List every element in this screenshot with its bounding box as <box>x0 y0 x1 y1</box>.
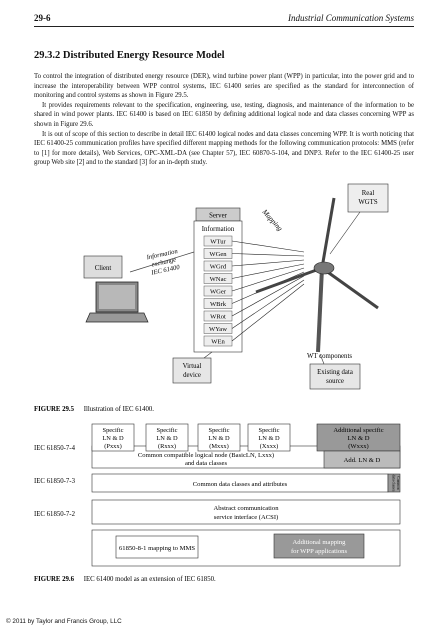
virtual-device-box <box>172 357 212 384</box>
specific-ln-line: LN & D <box>156 435 178 442</box>
mapping-line <box>231 267 305 292</box>
existing-data-source-box <box>309 363 361 390</box>
header-rule <box>34 26 414 27</box>
exchange-arrow <box>129 251 195 273</box>
additional-specific-line: Additional specific <box>333 427 383 434</box>
specific-ln-line: Specific <box>157 427 178 434</box>
mapping-line <box>231 240 305 253</box>
specific-ln-box <box>145 423 189 452</box>
real-wgts-box <box>347 183 389 213</box>
side-label-line: data classes <box>392 475 396 492</box>
existing-data-connector <box>319 353 325 365</box>
specific-ln-line: (Xxxx) <box>260 443 278 450</box>
virtual-device-connector <box>203 351 213 359</box>
wgts-connector <box>329 211 361 255</box>
add-ln-label: Add. LN & D <box>344 457 381 464</box>
mapping-line <box>231 275 305 317</box>
logical-node-label: WRot <box>210 314 226 321</box>
real-wgts-line: WGTS <box>358 199 377 206</box>
mapping-line <box>231 263 305 279</box>
exchange-label: Information exchange IEC 61400 <box>145 248 181 277</box>
mapping-line <box>231 259 305 267</box>
specific-ln-box <box>197 423 241 452</box>
specific-ln-line: LN & D <box>102 435 124 442</box>
server-label: Server <box>209 213 227 220</box>
additional-specific-box <box>316 423 401 452</box>
common-ln-line: Common compatible logical node (BasicLN,… <box>138 452 274 459</box>
client-box <box>83 255 123 279</box>
side-box <box>387 473 401 493</box>
specific-ln-line: Specific <box>209 427 230 434</box>
common-data-label: Common data classes and attributes <box>193 481 288 488</box>
wind-turbine-icon <box>255 197 379 353</box>
caption-text: Illustration of IEC 61400. <box>84 406 155 413</box>
caption-label: FIGURE 29.6 <box>34 576 75 583</box>
acsi-line: service interface (ACSI) <box>214 514 278 521</box>
logical-node-label: WYaw <box>209 326 227 333</box>
existing-data-line: Existing data <box>317 369 353 376</box>
information-label: Information <box>202 226 235 233</box>
logical-node-label: WGrd <box>210 264 227 271</box>
acsi-box <box>91 499 401 525</box>
specific-ln-line: (Mxxx) <box>209 443 229 450</box>
logical-node-label: WTur <box>210 239 226 246</box>
add-ln-box <box>323 450 401 469</box>
additional-specific-line: LN & D <box>348 435 370 442</box>
mms-mapping-box <box>115 535 199 559</box>
real-wgts-line: Real <box>362 190 375 197</box>
specific-ln-line: Specific <box>103 427 124 434</box>
specific-ln-line: LN & D <box>258 435 280 442</box>
specific-ln-line: Specific <box>259 427 280 434</box>
figure-29-5: Client Information exchange IEC 61400 Se… <box>34 183 389 413</box>
specific-ln-line: LN & D <box>208 435 230 442</box>
existing-data-line: source <box>326 378 344 385</box>
mapping-line <box>231 253 305 257</box>
mapping-line <box>231 283 305 342</box>
side-label: Common data classes <box>392 475 401 492</box>
logical-node-label: WBrk <box>210 301 227 308</box>
figure-caption: FIGURE 29.5 Illustration of IEC 61400. <box>34 406 154 413</box>
section-title: 29.3.2 Distributed Energy Resource Model <box>34 50 225 61</box>
common-ln-line: and data classes <box>185 460 228 467</box>
virtual-device-line: device <box>183 372 201 379</box>
additional-specific-line: (Wxxx) <box>348 443 369 450</box>
logical-node-label: WNac <box>210 276 227 283</box>
mapping-line <box>231 279 305 329</box>
row-label: IEC 61850-7-4 <box>34 445 76 452</box>
additional-mapping-line: for WPP applications <box>291 548 347 555</box>
row-label: IEC 61850-7-3 <box>34 478 76 485</box>
client-label: Client <box>95 265 112 272</box>
row-label: IEC 61850-7-2 <box>34 511 76 518</box>
side-label-line: Common <box>396 476 400 490</box>
section-body: To control the integration of distribute… <box>34 72 414 168</box>
specific-ln-line: (Rxxx) <box>158 443 176 450</box>
copyright-footer: © 2011 by Taylor and Francis Group, LLC <box>6 618 122 625</box>
paragraph: It provides requirements relevant to the… <box>34 101 414 128</box>
wt-components-label: WT components <box>307 353 352 360</box>
laptop-icon <box>85 281 149 323</box>
specific-ln-box <box>247 423 291 452</box>
mapping-label: Mapping <box>260 207 284 233</box>
additional-mapping-line: Additional mapping <box>293 539 347 546</box>
logical-node-label: WGer <box>210 289 227 296</box>
paragraph: To control the integration of distribute… <box>34 73 414 100</box>
specific-ln-box <box>91 423 135 452</box>
caption-text: IEC 61400 model as an extension of IEC 6… <box>84 576 216 583</box>
additional-mapping-box <box>273 533 365 559</box>
paragraph: It is out of scope of this section to de… <box>34 130 414 167</box>
logical-node-label: WGen <box>209 251 227 258</box>
virtual-device-line: Virtual <box>183 363 202 370</box>
figure-29-6: IEC 61850-7-4 IEC 61850-7-3 IEC 61850-7-… <box>34 423 401 583</box>
caption-label: FIGURE 29.5 <box>34 406 75 413</box>
mms-mapping-label: 61850-8-1 mapping to MMS <box>119 545 195 552</box>
logical-node-label: WEn <box>211 339 225 346</box>
acsi-line: Abstract communication <box>213 505 279 512</box>
specific-ln-line: (Pxxx) <box>104 443 121 450</box>
page-number: 29-6 <box>34 13 51 23</box>
figure-caption: FIGURE 29.6 IEC 61400 model as an extens… <box>34 576 216 583</box>
running-title: Industrial Communication Systems <box>288 13 414 23</box>
